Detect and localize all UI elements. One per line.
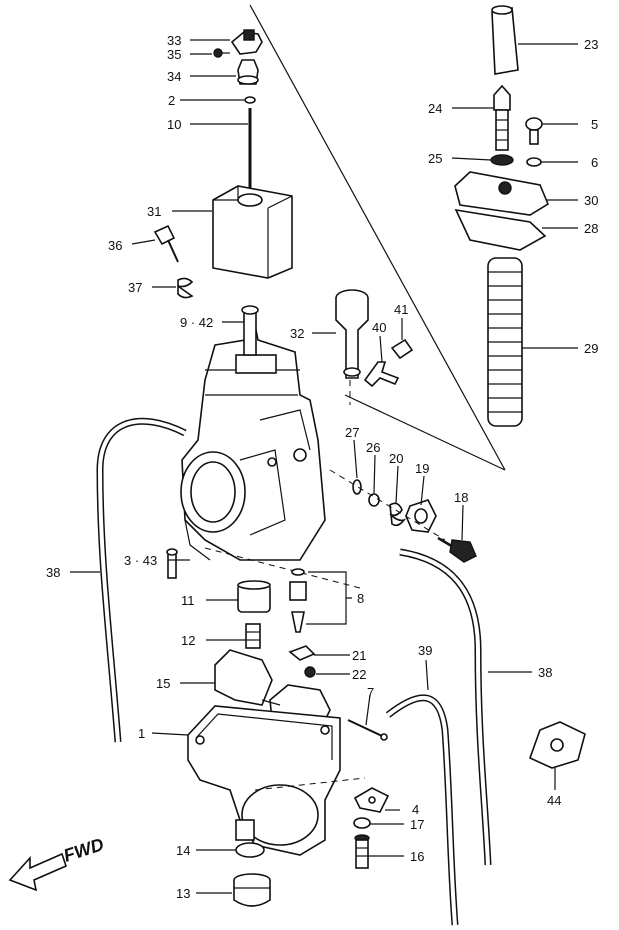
callout-32: 32: [290, 326, 304, 341]
part-17-washer: [353, 817, 371, 829]
part-18-adjust-screw: [437, 536, 477, 563]
part-44-clamp: [528, 721, 586, 769]
leader-dash-bowl: [254, 777, 366, 791]
callout-10: 10: [167, 117, 181, 132]
callout-6: 6: [591, 155, 598, 170]
carburetor-body: [180, 305, 326, 561]
section-divider-2: [344, 394, 506, 471]
callout-30: 30: [584, 193, 598, 208]
callout-38-left: 38: [46, 565, 60, 580]
part-5-screw: [525, 117, 543, 145]
callout-labels: 33 35 34 2 10 31 36 37 9 · 42 32 40 41 2…: [46, 33, 598, 901]
callout-33: 33: [167, 33, 181, 48]
part-32-starter: [335, 289, 369, 379]
part-8-jet: [289, 568, 307, 633]
fwd-label: FWD: [61, 834, 106, 866]
callout-44: 44: [547, 793, 561, 808]
part-29-bellows: [487, 257, 523, 427]
callout-29: 29: [584, 341, 598, 356]
callout-25: 25: [428, 151, 442, 166]
callout-38-right: 38: [538, 665, 552, 680]
callout-14: 14: [176, 843, 190, 858]
part-34-holder: [237, 59, 259, 85]
callout-7: 7: [367, 685, 374, 700]
fwd-arrow-icon: [8, 852, 67, 892]
callout-27: 27: [345, 425, 359, 440]
callout-24: 24: [428, 101, 442, 116]
part-38-hose-right: [399, 548, 492, 866]
part-35-screw: [213, 48, 230, 58]
part-25-nut: [490, 154, 514, 166]
part-37-spring: [177, 277, 194, 299]
callout-13: 13: [176, 886, 190, 901]
callout-21: 21: [352, 648, 366, 663]
part-38-hose-left: [96, 417, 187, 743]
section-divider: [249, 4, 506, 471]
part-1-float-chamber: [187, 705, 341, 856]
callout-20: 20: [389, 451, 403, 466]
leader-dash-body: [204, 547, 361, 589]
part-30-top-cover: [454, 171, 550, 216]
callout-16: 16: [410, 849, 424, 864]
callout-4: 4: [412, 802, 419, 817]
part-7-pin: [347, 719, 388, 741]
callout-18: 18: [454, 490, 468, 505]
callout-17: 17: [410, 817, 424, 832]
callout-5: 5: [591, 117, 598, 132]
callout-26: 26: [366, 440, 380, 455]
callout-11: 11: [181, 593, 195, 608]
callout-15: 15: [156, 676, 170, 691]
part-6-washer: [526, 157, 542, 167]
part-36-screw: [153, 224, 179, 263]
callout-23: 23: [584, 37, 598, 52]
part-11-cap: [237, 580, 271, 613]
part-14-oring: [235, 842, 265, 858]
callout-31: 31: [147, 204, 161, 219]
part-33-cap: [230, 29, 263, 55]
callout-41: 41: [394, 302, 408, 317]
part-39-hose: [385, 694, 459, 926]
part-12-jet: [245, 623, 261, 649]
callout-37: 37: [128, 280, 142, 295]
callout-22: 22: [352, 667, 366, 682]
callout-36: 36: [108, 238, 122, 253]
callout-35: 35: [167, 47, 181, 62]
callout-12: 12: [181, 633, 195, 648]
part-13-plug: [233, 873, 271, 907]
callout-1: 1: [138, 726, 145, 741]
part-20-spring: [389, 502, 407, 527]
part-3-screw: [166, 548, 178, 579]
callout-8: 8: [357, 591, 364, 606]
callout-2: 2: [168, 93, 175, 108]
leader-lines: [70, 39, 578, 894]
part-4-bracket: [353, 787, 390, 813]
part-40-bracket: [363, 361, 400, 388]
part-21-clip: [288, 645, 316, 661]
callout-40: 40: [372, 320, 386, 335]
part-27-oring: [352, 479, 362, 495]
part-31-throttle-valve: [212, 185, 293, 279]
leader-dash-18: [329, 469, 446, 541]
part-23-boot: [491, 5, 519, 75]
part-41-screw: [390, 338, 414, 360]
callout-34: 34: [167, 69, 181, 84]
callout-3-43: 3 · 43: [124, 553, 157, 568]
part-26-washer: [368, 493, 380, 507]
callout-19: 19: [415, 461, 429, 476]
part-2-clip: [244, 96, 256, 104]
part-28-gasket: [454, 208, 547, 251]
part-22-screw: [304, 666, 316, 678]
callout-9-42: 9 · 42: [180, 315, 213, 330]
callout-39: 39: [418, 643, 432, 658]
part-16-bolt: [354, 834, 370, 869]
callout-28: 28: [584, 221, 598, 236]
part-24-adjuster: [493, 84, 511, 151]
